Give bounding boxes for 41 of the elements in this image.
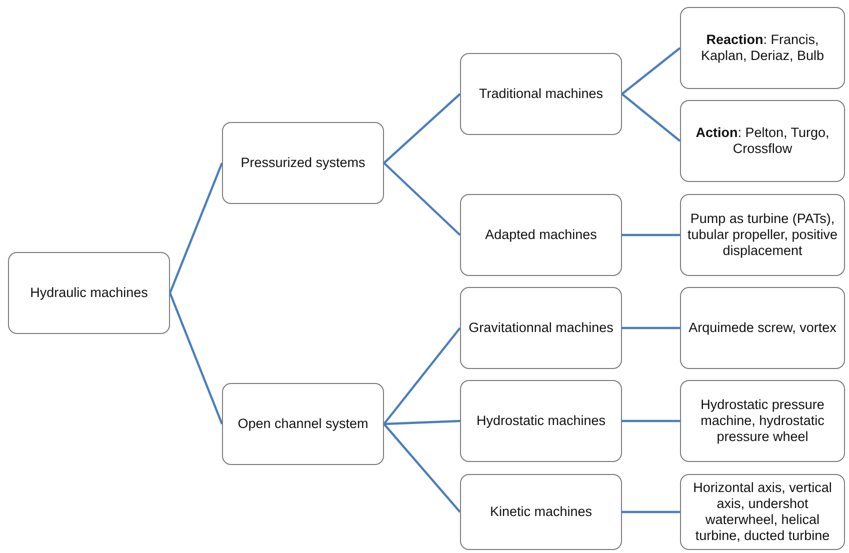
process-box — [680, 287, 845, 369]
box-label: Hydrostatic machines — [476, 413, 606, 429]
connector-line — [383, 327, 461, 425]
process-box — [8, 252, 170, 334]
box-label: Kinetic machines — [490, 504, 592, 520]
connector-line — [622, 234, 680, 236]
connector-line — [622, 420, 680, 422]
process-box — [680, 194, 845, 276]
process-box — [460, 380, 622, 462]
process-box — [460, 474, 622, 550]
connector-line — [383, 423, 461, 513]
box-label: Pressurized systems — [240, 155, 366, 171]
process-box — [680, 380, 845, 462]
connector-line — [622, 326, 680, 330]
box-label: Reaction: Francis, Kaplan, Deriaz, Bulb — [700, 32, 826, 64]
box-label: Hydraulic machines — [30, 285, 148, 301]
connector-line — [621, 47, 681, 95]
process-box — [460, 53, 622, 135]
process-box — [460, 194, 622, 276]
connector-line — [383, 162, 461, 236]
connector-line — [168, 292, 224, 424]
box-label: Arquimede screw, vortex — [688, 320, 836, 336]
connector-line — [621, 93, 681, 142]
box-label: Hydrostatic pressure machine, hydrostatic pressure wheel — [700, 397, 826, 445]
process-box — [680, 7, 845, 89]
connector-line — [384, 420, 460, 426]
connector-line — [622, 510, 680, 514]
process-box — [680, 100, 845, 182]
box-label: Gravitationnal machines — [468, 320, 614, 336]
connector-line — [383, 93, 461, 164]
process-box — [680, 474, 845, 550]
box-label: Horizontal axis, vertical axis, undershot waterwheel, helical turbine, ducted turbine — [692, 480, 833, 544]
box-label: Traditional machines — [478, 86, 604, 102]
box-label: Open channel system — [238, 416, 368, 432]
process-box — [460, 287, 622, 369]
box-label: Action: Pelton, Turgo, Crossflow — [694, 125, 830, 157]
box-label: Adapted machines — [485, 227, 597, 243]
process-box — [222, 383, 384, 465]
connector-line — [168, 162, 224, 294]
process-box — [222, 122, 384, 204]
box-label: Pump as turbine (PATs), tubular propeller, positive displacement — [686, 211, 839, 259]
